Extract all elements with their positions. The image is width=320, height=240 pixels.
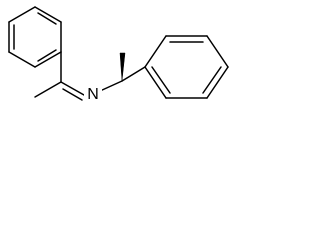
left-ring-bond-6: [8, 6, 36, 23]
left-ring-bond-1: [34, 6, 62, 23]
right-phenyl-ring: [144, 35, 229, 99]
chiral-carbon-group: [119, 52, 146, 82]
nitrogen-to-chiral-carbon-bond: [99, 80, 123, 92]
nitrogen-atom-label: N: [87, 86, 99, 103]
left-ring-double-2: [37, 49, 57, 62]
right-ring-bond-4: [206, 66, 229, 99]
nitrogen-label-mask: [84, 84, 102, 102]
right-ring-double-3: [151, 66, 171, 94]
stereo-wedge-bond: [119, 52, 126, 82]
right-ring-bond-1: [144, 35, 167, 68]
right-ring-bond-3: [206, 35, 229, 68]
nitrogen-atom: N: [84, 84, 102, 103]
right-ring-bond-6: [144, 66, 167, 99]
imine-structure-diagram: N: [8, 6, 229, 103]
right-ring-double-2: [202, 66, 222, 94]
left-ring-double-1: [37, 12, 57, 25]
imine-carbon-group: [34, 51, 85, 101]
left-ring-bond-4: [8, 51, 36, 68]
imine-carbon-methyl-bond: [34, 81, 62, 98]
structure-canvas: N: [8, 6, 229, 103]
left-phenyl-ring: [8, 6, 62, 68]
left-ring-bond-3: [34, 51, 62, 68]
chiral-carbon-to-ring-bond: [121, 66, 146, 82]
imine-double-bond-inner: [62, 88, 83, 101]
imine-double-bond-outer: [60, 81, 85, 96]
